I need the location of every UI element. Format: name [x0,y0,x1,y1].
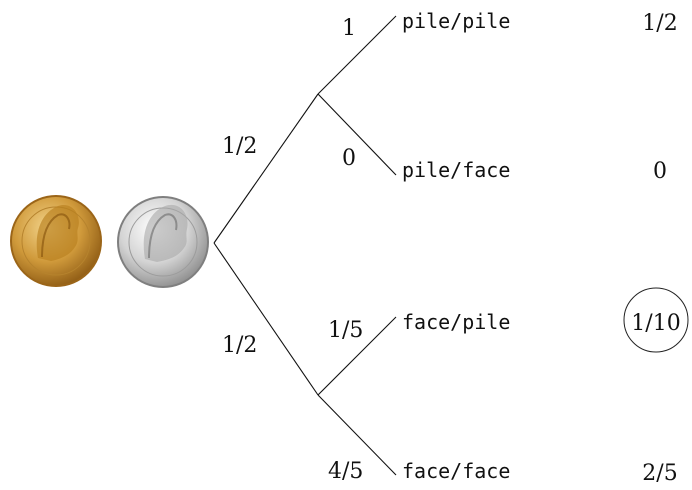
outcome-face-pile: face/pile [402,310,510,334]
result-face-face: 2/5 [642,461,677,486]
result-face-pile: 1/10 [631,311,680,336]
branch-pile-pile [318,16,396,94]
outcome-face-face: face/face [402,459,510,483]
gold-coin-icon [10,195,102,287]
prob-pile-pile: 1 [342,16,356,41]
outcome-pile-pile: pile/pile [402,9,510,33]
branch-pile-face [318,94,396,175]
branch-root-lower [214,243,318,395]
branch-root-upper [214,94,318,243]
silver-coin-icon [117,196,209,288]
prob-first-upper: 1/2 [222,134,257,159]
result-pile-face: 0 [653,159,667,184]
prob-first-lower: 1/2 [222,333,257,358]
result-pile-pile: 1/2 [642,11,677,36]
prob-face-face: 4/5 [328,459,363,484]
outcome-pile-face: pile/face [402,158,510,182]
prob-pile-face: 0 [342,146,356,171]
prob-face-pile: 1/5 [328,318,363,343]
